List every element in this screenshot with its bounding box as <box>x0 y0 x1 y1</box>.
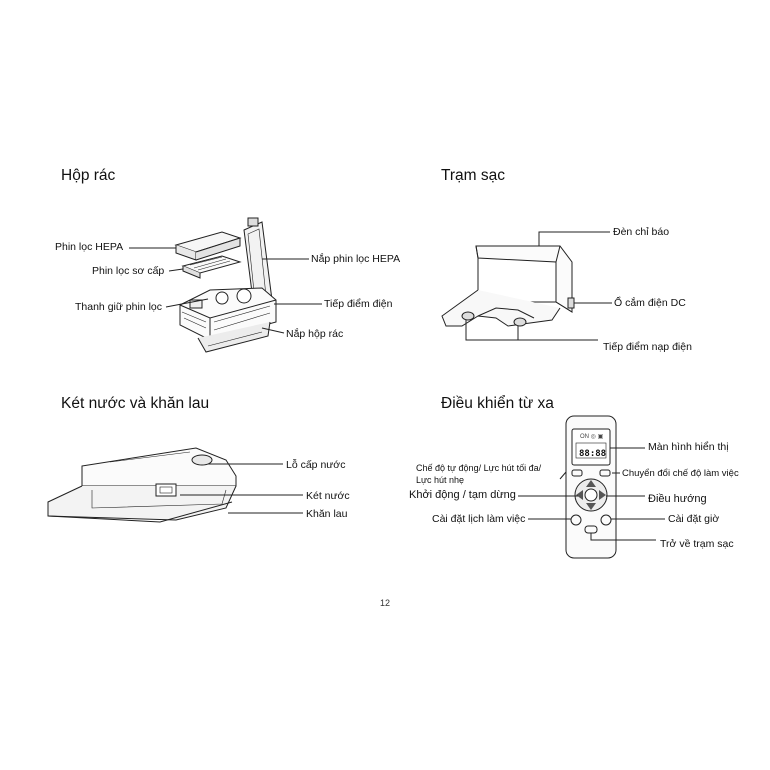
remote-display-digits: 88:88 <box>579 449 607 459</box>
section-title-charging-station: Trạm sạc <box>441 167 506 184</box>
label-start-stop: Khởi động / tạm dừng <box>409 489 516 501</box>
label-fill-hole: Lỗ cấp nước <box>286 459 346 471</box>
label-charge-contacts: Tiếp điểm nạp điện <box>603 341 692 353</box>
label-box-cover: Nắp hộp rác <box>286 328 344 340</box>
label-indicator-light: Đèn chỉ báo <box>613 226 670 238</box>
label-filter-holder: Thanh giữ phin lọc <box>75 301 162 313</box>
charging-station-drawing <box>441 245 575 327</box>
label-hepa-filter: Phin lọc HEPA <box>55 241 124 253</box>
svg-text:ON ◎ ▣: ON ◎ ▣ <box>580 434 604 440</box>
section-title-water-tank: Két nước và khăn lau <box>61 395 210 412</box>
label-direction: Điều hướng <box>648 493 707 505</box>
label-contacts: Tiếp điểm điện <box>324 298 393 310</box>
remote-drawing: ON ◎ ▣ <box>565 415 617 559</box>
section-title-remote: Điều khiển từ xa <box>441 395 554 412</box>
label-set-clock: Cài đặt giờ <box>668 513 720 525</box>
label-screen: Màn hình hiển thị <box>648 441 729 453</box>
label-hepa-cover: Nắp phin lọc HEPA <box>311 253 401 265</box>
water-tank-drawing <box>47 447 237 523</box>
label-auto-mode-line1: Chế độ tự động/ Lực hút tối đa/ <box>416 463 542 473</box>
section-title-trash-box: Hộp rác <box>61 167 116 184</box>
trash-box-drawing <box>174 217 277 353</box>
label-switch-mode: Chuyển đổi chế độ làm việc <box>622 468 739 479</box>
label-mop: Khăn lau <box>306 508 348 520</box>
label-primary-filter: Phin lọc sơ cấp <box>92 265 165 277</box>
label-schedule: Cài đặt lịch làm việc <box>432 513 526 525</box>
label-water-tank: Két nước <box>306 490 350 502</box>
label-return-dock: Trở về trạm sạc <box>660 538 734 550</box>
page-number: 12 <box>379 598 390 608</box>
label-auto-mode-line2: Lực hút nhẹ <box>416 475 465 485</box>
label-dc-port: Ổ cắm điện DC <box>614 297 686 309</box>
